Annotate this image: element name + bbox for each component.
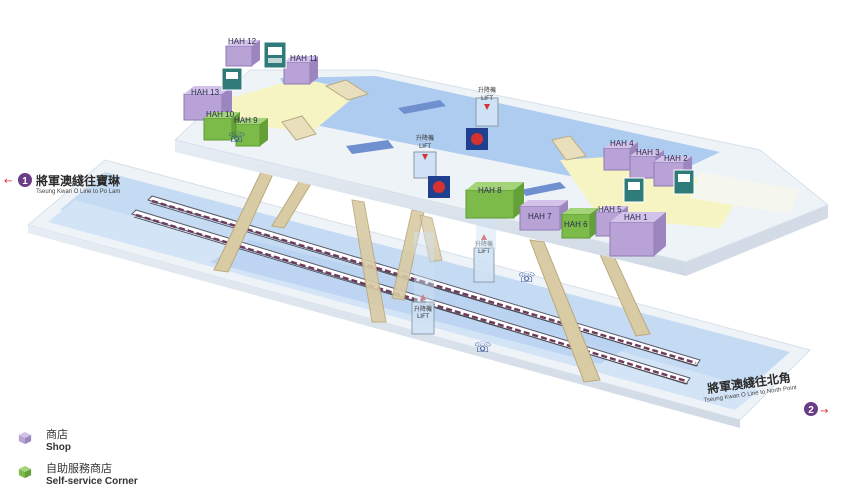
concourse-slab-right <box>686 205 828 276</box>
lift-sub-label: LIFT <box>417 313 429 320</box>
svg-text:☏: ☏ <box>474 340 492 356</box>
direction-marker-po-lam: ← 1 將軍澳綫往寶琳 Tseung Kwan O Line to Po Lam <box>4 173 121 195</box>
customer-service-icon[interactable] <box>673 169 695 195</box>
atm-icon[interactable] <box>428 176 450 198</box>
direction-badge <box>18 173 32 187</box>
lift-arrow-icon <box>484 104 490 110</box>
shop-blocks: HAH 12 HAH 11 HAH 13 HAH 10 HAH <box>183 37 692 257</box>
direction-en: Tseung Kwan O Line to Po Lam <box>36 189 120 195</box>
legend-label-zh: 自助服務商店 <box>46 462 112 475</box>
shop-label: HAH 9 <box>234 116 258 125</box>
shop-label: HAH 7 <box>528 212 552 221</box>
shop-label: HAH 12 <box>228 37 257 46</box>
shop-block[interactable]: HAH 1 <box>609 212 666 257</box>
lift: 升降機 LIFT <box>473 234 495 283</box>
telephone-icon[interactable]: ☏ <box>518 270 536 286</box>
shop-block[interactable]: HAH 6 <box>561 208 598 239</box>
shop-label: HAH 10 <box>206 110 235 119</box>
lift-shafts: 升降機 LIFT 升降機 LIFT 升降機 LIFT 升降機 LIFT <box>411 86 499 335</box>
direction-zh: 將軍澳綫往寶琳 <box>36 173 121 188</box>
shop-block[interactable]: HAH 7 <box>519 200 568 231</box>
concourse-side-corridor <box>690 172 800 214</box>
purple-cube-icon <box>18 431 32 445</box>
ticket-gate <box>346 140 394 154</box>
shop-label: HAH 8 <box>478 186 502 195</box>
telephone-icon[interactable]: ☏ <box>228 130 246 146</box>
shop-label: HAH 13 <box>191 88 220 97</box>
lift-arrow-icon <box>481 234 487 240</box>
atm-icon[interactable] <box>466 128 488 150</box>
concourse-slab-front <box>175 140 686 276</box>
lift-label: 升降機 <box>414 305 432 313</box>
svg-text:→: → <box>820 406 828 417</box>
shop-block[interactable]: HAH 4 <box>603 139 638 171</box>
shop-block[interactable]: HAH 12 <box>225 37 260 67</box>
legend-label-en: Self-service Corner <box>46 476 138 487</box>
escalator <box>324 79 370 101</box>
shop-block[interactable]: HAH 11 <box>283 54 318 85</box>
lift-label: 升降機 <box>416 134 434 142</box>
direction-badge <box>804 402 818 416</box>
shop-block[interactable]: HAH 10 <box>203 110 240 141</box>
lift-arrow-icon <box>420 294 426 300</box>
lift: 升降機 LIFT <box>475 86 499 127</box>
lift-label: 升降機 <box>478 86 496 94</box>
customer-service-icon[interactable] <box>623 177 645 203</box>
escalator <box>551 135 587 161</box>
shop-label: HAH 4 <box>610 139 634 148</box>
shop-label: HAH 6 <box>564 220 588 229</box>
svg-text:☏: ☏ <box>228 130 246 146</box>
customer-service-icon[interactable] <box>263 41 287 69</box>
lift-sub-label: LIFT <box>478 248 490 255</box>
direction-number: 1 <box>22 176 28 187</box>
ticket-gate <box>520 182 566 196</box>
facility-icons: ☏ ☏ ☏ <box>221 41 695 356</box>
legend-label-zh: 商店 <box>46 428 68 441</box>
platform-slab-edge <box>28 225 740 428</box>
ticket-gate <box>398 100 446 114</box>
support-pillars <box>213 169 651 383</box>
shop-label: HAH 3 <box>636 148 660 157</box>
lift: 升降機 LIFT <box>413 134 437 179</box>
lift-sub-label: LIFT <box>419 143 431 150</box>
shop-block[interactable]: HAH 8 <box>465 182 524 219</box>
shop-label: HAH 11 <box>290 54 318 63</box>
shop-label: HAH 1 <box>624 213 648 222</box>
lift-shaft-glass <box>414 232 434 302</box>
shop-label: HAH 2 <box>664 154 688 163</box>
shop-block[interactable]: HAH 9 <box>234 116 268 147</box>
lift-arrow-icon <box>422 154 428 160</box>
svg-text:←: ← <box>4 176 12 187</box>
green-cube-icon <box>18 465 32 479</box>
lift: 升降機 LIFT <box>411 294 435 335</box>
lift-shaft-glass <box>476 210 496 250</box>
shop-label: HAH 5 <box>598 205 622 214</box>
legend-label-en: Shop <box>46 442 71 453</box>
svg-text:☏: ☏ <box>518 270 536 286</box>
customer-service-icon[interactable] <box>221 67 243 91</box>
escalator <box>281 115 317 141</box>
lift-sub-label: LIFT <box>481 95 493 102</box>
lift-label: 升降機 <box>475 240 493 248</box>
direction-number: 2 <box>808 405 814 416</box>
telephone-icon[interactable]: ☏ <box>474 340 492 356</box>
